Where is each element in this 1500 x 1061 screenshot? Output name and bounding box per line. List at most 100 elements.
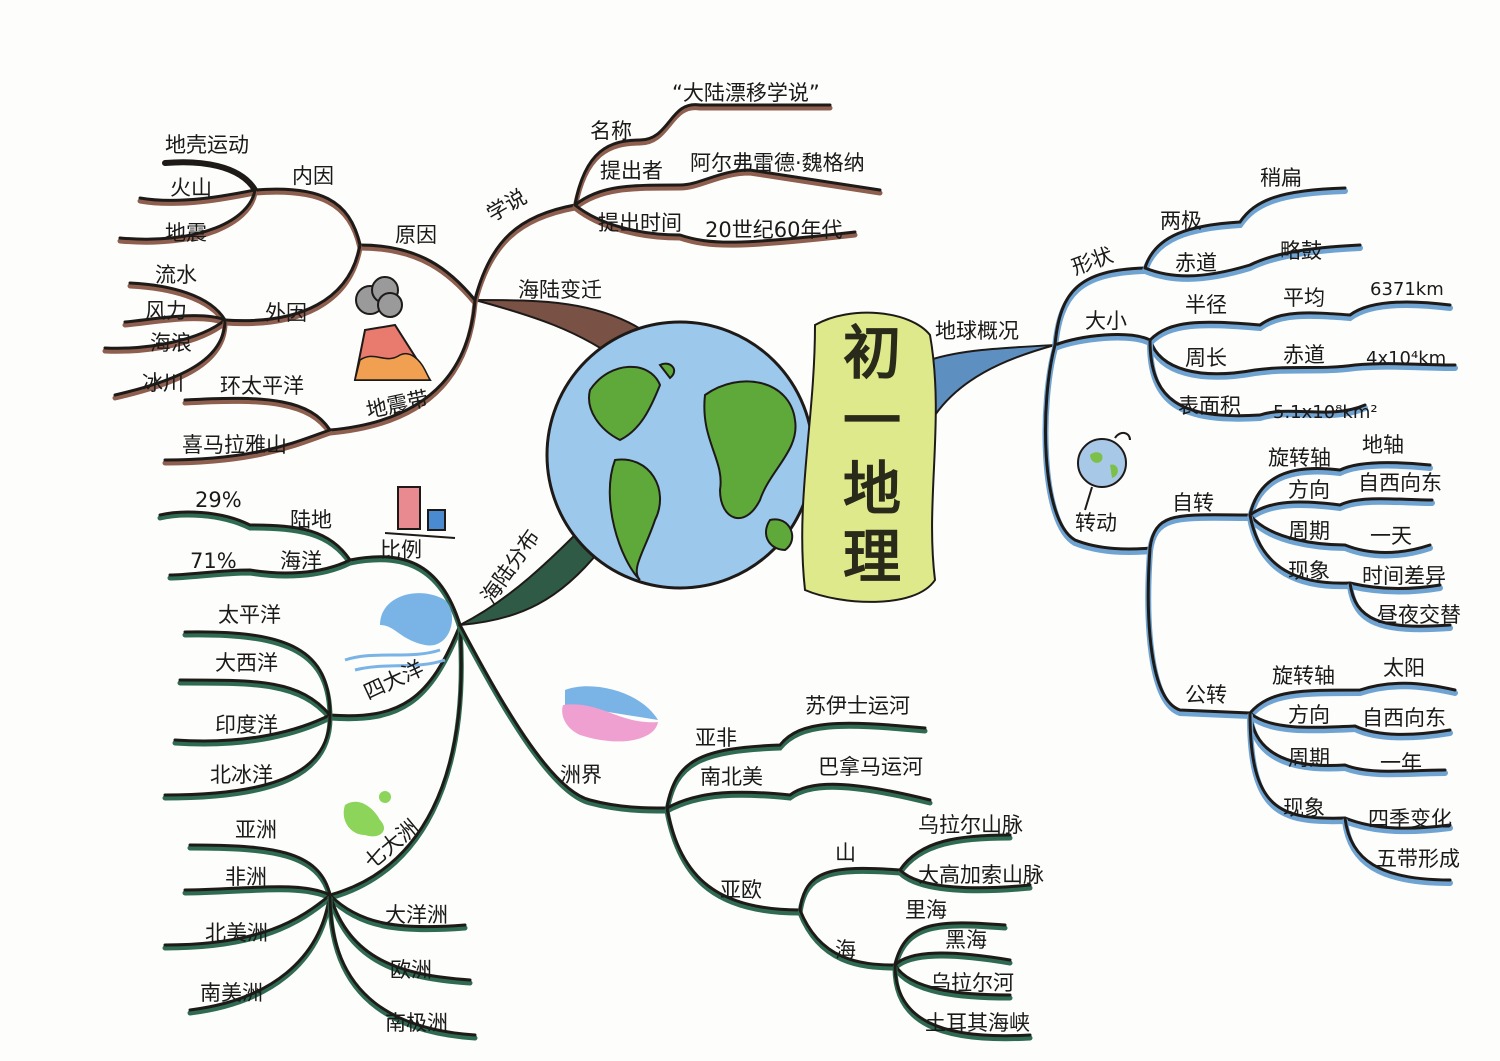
branch-underlay bbox=[172, 715, 333, 747]
branch-label: 平均 bbox=[1283, 286, 1325, 310]
branch-underlay bbox=[1247, 515, 1443, 595]
leaf-label: 大西洋 bbox=[215, 651, 278, 675]
leaf-label: 太阳 bbox=[1383, 656, 1425, 680]
branch-underlay bbox=[167, 560, 353, 581]
leaf-label: 乌拉尔河 bbox=[930, 971, 1014, 995]
branch-line bbox=[163, 428, 332, 462]
branch-label: 外因 bbox=[265, 301, 307, 325]
branch-line bbox=[1248, 513, 1432, 554]
branch-line bbox=[798, 908, 897, 967]
branch-line bbox=[123, 314, 227, 324]
branch-underlay bbox=[897, 870, 1033, 894]
branch-line bbox=[1248, 461, 1432, 517]
leaf-label: 地壳运动 bbox=[165, 133, 249, 157]
branch-lines-brown bbox=[102, 103, 883, 466]
rotating-earth-icon bbox=[1077, 432, 1131, 511]
leaf-label: 稍扁 bbox=[1260, 166, 1302, 190]
branch-line bbox=[223, 243, 362, 323]
branch-label: 半径 bbox=[1185, 293, 1227, 317]
leaf-label: 海浪 bbox=[150, 331, 192, 355]
branch-line bbox=[1053, 266, 1147, 347]
branch-line bbox=[168, 558, 352, 577]
branch-label: 提出者 bbox=[600, 159, 663, 183]
branch-underlay bbox=[327, 895, 468, 933]
branch-line bbox=[128, 281, 227, 322]
leaf-label: 黑海 bbox=[945, 928, 987, 952]
branch-underlay bbox=[157, 512, 353, 566]
leaf-label: 南极洲 bbox=[385, 1011, 448, 1035]
branch-underlay bbox=[1147, 340, 1458, 380]
leaf-label: 一天 bbox=[1370, 524, 1412, 548]
branch-line bbox=[1148, 338, 1457, 376]
branch-label: 方向 bbox=[1288, 478, 1330, 502]
branch-underlay bbox=[892, 953, 1013, 971]
branch-line bbox=[893, 963, 1012, 997]
branch-label: 山 bbox=[835, 841, 856, 865]
leaf-label: 巴拿马运河 bbox=[818, 755, 923, 779]
branch-line bbox=[118, 188, 257, 241]
branch-label: 南北美 bbox=[700, 765, 763, 789]
branch-line bbox=[1148, 513, 1252, 550]
branch-line bbox=[1248, 711, 1447, 773]
leaf-label: 阿尔弗雷德·魏格纳 bbox=[690, 151, 865, 175]
branch-line bbox=[328, 623, 462, 718]
branch-underlay bbox=[1247, 515, 1433, 559]
leaf-label: 乌拉尔山脉 bbox=[918, 813, 1023, 837]
branch-line bbox=[893, 951, 1012, 967]
leaf-label: 地轴 bbox=[1362, 433, 1404, 457]
title-box bbox=[801, 311, 937, 603]
branch-lines-blue bbox=[1042, 186, 1458, 886]
volcano-icon bbox=[353, 276, 432, 381]
branch-underlay bbox=[1142, 188, 1348, 274]
branch-line bbox=[163, 713, 332, 797]
branch-label: 陆地 bbox=[290, 508, 332, 532]
branch-line bbox=[1146, 546, 1252, 715]
leaf-label: 一年 bbox=[1380, 751, 1422, 775]
leaf-label: 20世纪60年代 bbox=[705, 218, 842, 242]
branch-label: 方向 bbox=[1288, 703, 1330, 727]
leaf-label: 流水 bbox=[155, 263, 197, 287]
branch-line bbox=[798, 866, 902, 912]
branch-label: 表面积 bbox=[1178, 394, 1241, 418]
branch-line bbox=[898, 833, 1012, 872]
leaf-label: 昼夜交替 bbox=[1377, 603, 1461, 627]
island-icon bbox=[343, 791, 391, 837]
branch-line bbox=[1043, 343, 1152, 551]
wedge-earth-overview bbox=[928, 344, 1056, 418]
branch-line bbox=[665, 782, 932, 810]
leaf-label: 苏伊士运河 bbox=[805, 694, 910, 718]
leaf-label: 四季变化 bbox=[1368, 807, 1452, 831]
leaf-label: 北冰洋 bbox=[210, 763, 273, 787]
branch-label: 赤道 bbox=[1283, 343, 1325, 367]
branch-label: 名称 bbox=[590, 119, 632, 143]
branch-underlay bbox=[162, 895, 333, 951]
branch-line bbox=[158, 510, 352, 562]
branch-line bbox=[473, 203, 577, 302]
branch-label: 比例 bbox=[380, 538, 422, 562]
page-title: 初一地理 bbox=[833, 322, 901, 594]
branch-line bbox=[893, 921, 1007, 967]
leaf-label: 4x10⁴km bbox=[1366, 348, 1446, 369]
branch-label: 地球概况 bbox=[935, 319, 1019, 343]
earth-overview-labels: 地球概况 形状 两极 稍扁 赤道 略鼓 大小 半径 平均 6371km 周长 赤… bbox=[935, 166, 1461, 871]
branch-line bbox=[665, 721, 927, 810]
branch-label: 旋转轴 bbox=[1268, 446, 1331, 470]
branch-underlay bbox=[1247, 683, 1458, 719]
leaf-label: 大高加索山脉 bbox=[918, 863, 1044, 887]
wave-icon bbox=[344, 593, 453, 672]
branch-label: 原因 bbox=[395, 223, 437, 247]
branch-label: 海陆变迁 bbox=[518, 278, 602, 302]
leaf-label: 喜马拉雅山 bbox=[182, 433, 287, 457]
branch-line bbox=[1248, 681, 1457, 715]
branch-line bbox=[138, 188, 257, 202]
branch-line bbox=[1248, 497, 1434, 517]
branch-line bbox=[1053, 333, 1152, 347]
branch-label: 现象 bbox=[1288, 559, 1330, 583]
branch-line bbox=[188, 893, 332, 1012]
branch-underlay bbox=[664, 784, 933, 814]
branch-label: 赤道 bbox=[1175, 251, 1217, 275]
leaf-label: 5.1x10⁸km² bbox=[1273, 402, 1378, 423]
leaf-label: 冰川 bbox=[142, 371, 184, 395]
branch-underlay bbox=[572, 105, 833, 211]
